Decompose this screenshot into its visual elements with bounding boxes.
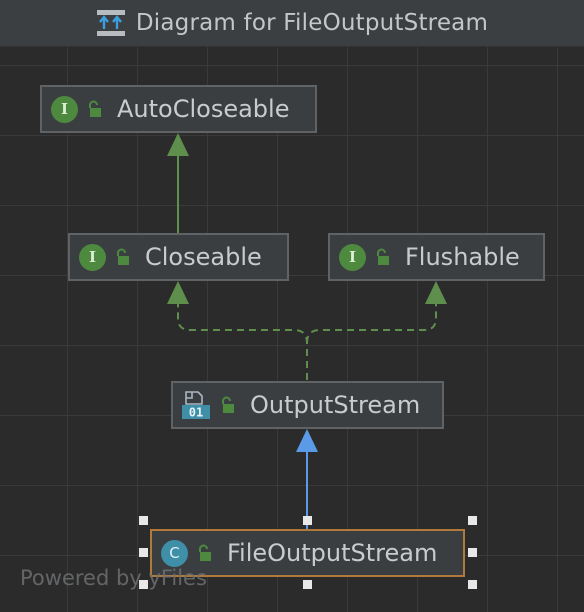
watermark: Powered by yFiles [20,566,207,590]
node-flushable[interactable]: I Flushable [328,233,545,281]
unlocked-icon [199,544,211,561]
node-label: OutputStream [250,391,421,419]
interface-icon: I [339,243,366,271]
resize-handle-bottom-left[interactable] [139,580,148,589]
node-outputstream[interactable]: 01 OutputStream [171,381,444,429]
resize-handle-middle-right[interactable] [468,548,477,557]
hierarchy-diagram-icon [96,10,125,36]
abstract-class-icon: 01 [182,391,210,420]
unlocked-icon [377,248,389,265]
unlocked-icon [117,248,129,265]
node-autocloseable[interactable]: I AutoCloseable [40,85,317,133]
diagram-canvas[interactable] [0,47,584,612]
resize-handle-top-left[interactable] [139,516,148,525]
node-label: Closeable [145,243,262,271]
title-bar: Diagram for FileOutputStream [0,0,584,47]
node-label: FileOutputStream [227,539,438,567]
arrowhead-outputstream [296,429,318,452]
window-title: Diagram for FileOutputStream [135,10,489,36]
resize-handle-middle-left[interactable] [139,548,148,557]
edge-outputstream-closeable[interactable] [177,302,308,380]
class-icon: C [161,539,188,567]
resize-handle-top-right[interactable] [468,516,477,525]
node-closeable[interactable]: I Closeable [68,233,289,281]
node-fileoutputstream[interactable]: C FileOutputStream [150,529,465,577]
arrowhead-autocloseable [167,133,189,156]
arrowhead-flushable [425,281,447,304]
node-label: Flushable [405,243,520,271]
edge-outputstream-flushable[interactable] [306,302,437,344]
arrowhead-closeable [167,281,189,304]
unlocked-icon [222,396,234,413]
interface-icon: I [51,95,78,123]
node-label: AutoCloseable [117,95,290,123]
interface-icon: I [79,243,106,271]
unlocked-icon [89,100,101,117]
resize-handle-bottom-center[interactable] [303,580,312,589]
abstract-class-badge: 01 [189,406,203,420]
resize-handle-top-center[interactable] [303,516,312,525]
resize-handle-bottom-right[interactable] [468,580,477,589]
